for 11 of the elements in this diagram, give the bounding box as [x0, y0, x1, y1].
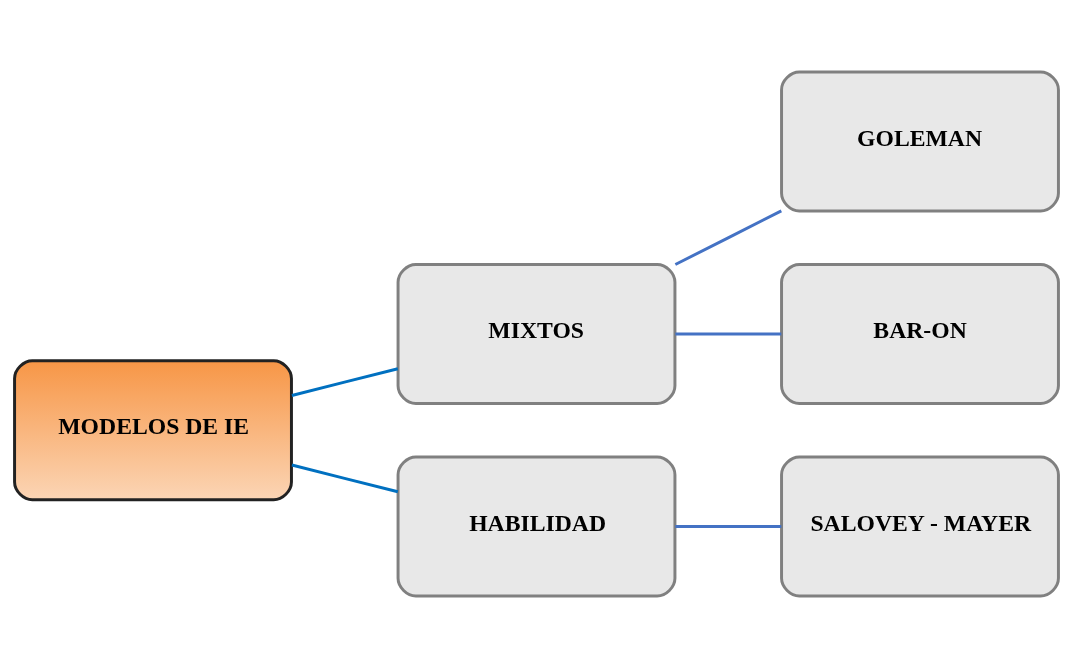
node-box: HABILIDAD — [396, 455, 677, 598]
node-box: MODELOS DE IE — [13, 359, 293, 502]
node-box: GOLEMAN — [780, 70, 1060, 213]
node-box: BAR-ON — [780, 262, 1060, 406]
node-box: SALOVEY - MAYER — [780, 455, 1060, 598]
connector — [675, 525, 782, 528]
connector — [291, 463, 399, 494]
connector — [675, 332, 782, 336]
connector — [674, 209, 782, 266]
node-box: MIXTOS — [396, 262, 677, 406]
connector — [291, 367, 399, 397]
